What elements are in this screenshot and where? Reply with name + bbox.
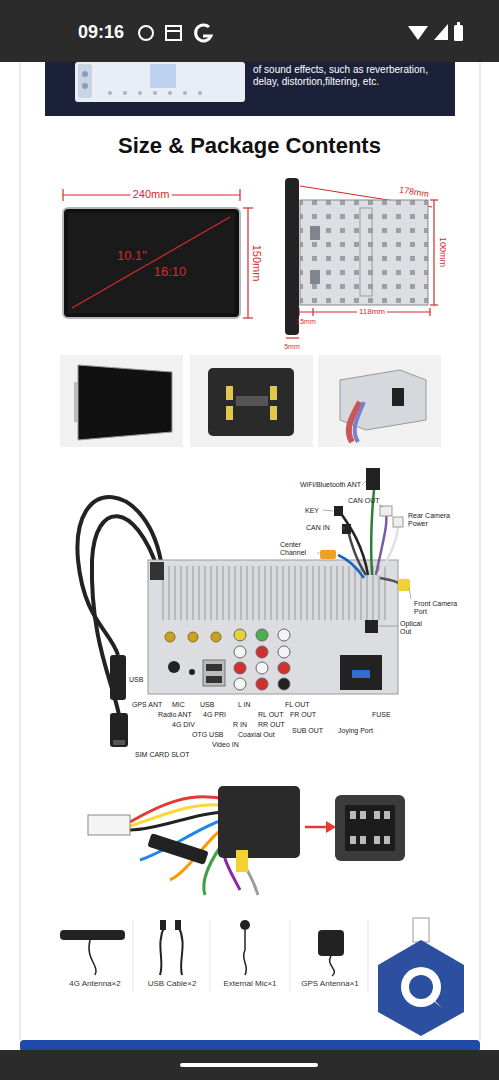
port-label: Video IN [212, 741, 239, 749]
page-title: Size & Package Contents [0, 133, 499, 159]
connector-label: CAN OUT [348, 497, 380, 505]
connector-label: WiFi/Bluetooth ANT [300, 481, 361, 489]
connector-label: Rear Camera Power [408, 512, 456, 528]
port-label: OTG USB [192, 731, 224, 739]
connector-label: Optical Out [400, 620, 430, 636]
port-label: Radio ANT [158, 711, 192, 719]
connector-label: KEY [305, 507, 319, 515]
connector-label: CAN IN [306, 524, 330, 532]
package-caption: USB Cable×2 [148, 979, 197, 988]
port-label: FR OUT [290, 711, 316, 719]
dimension-label: 10.1" [115, 249, 149, 264]
port-label: RL OUT [258, 711, 283, 719]
port-label: Joying Port [338, 727, 373, 735]
dimension-label: 100mm [438, 237, 448, 267]
port-label: RR OUT [258, 721, 285, 729]
port-label: FL OUT [285, 701, 310, 709]
banner-text: of sound effects, such as reverberation,… [253, 64, 448, 87]
dimension-label: 16:10 [152, 265, 189, 280]
dimension-label: 150mm [251, 245, 264, 282]
port-label: 4G PRI [203, 711, 226, 719]
port-label: Coaxial Out [238, 731, 275, 739]
status-time: 09:16 [78, 22, 124, 43]
dimension-label: 240mm [131, 188, 172, 201]
connector-label: Front Camera Port [414, 600, 460, 616]
port-label: R IN [233, 721, 247, 729]
port-label: SIM CARD SLOT [135, 751, 189, 759]
package-caption: 4G Antenna×2 [69, 979, 120, 988]
package-caption: GPS Antenna×1 [301, 979, 359, 988]
port-label: MIC [172, 701, 185, 709]
port-label: USB [129, 676, 143, 684]
port-label: SUB OUT [292, 727, 323, 735]
port-label: 4G DIV [172, 721, 195, 729]
connector-label: Center Channel [280, 541, 316, 557]
dimension-label: 118mm [357, 307, 387, 316]
port-label: FUSE [372, 711, 391, 719]
dimension-label: 5mm [284, 343, 300, 351]
package-caption: External Mic×1 [223, 979, 276, 988]
port-label: GPS ANT [132, 701, 162, 709]
port-label: L IN [238, 701, 251, 709]
port-label: USB [200, 701, 214, 709]
dimension-label: 15mm [296, 318, 315, 326]
